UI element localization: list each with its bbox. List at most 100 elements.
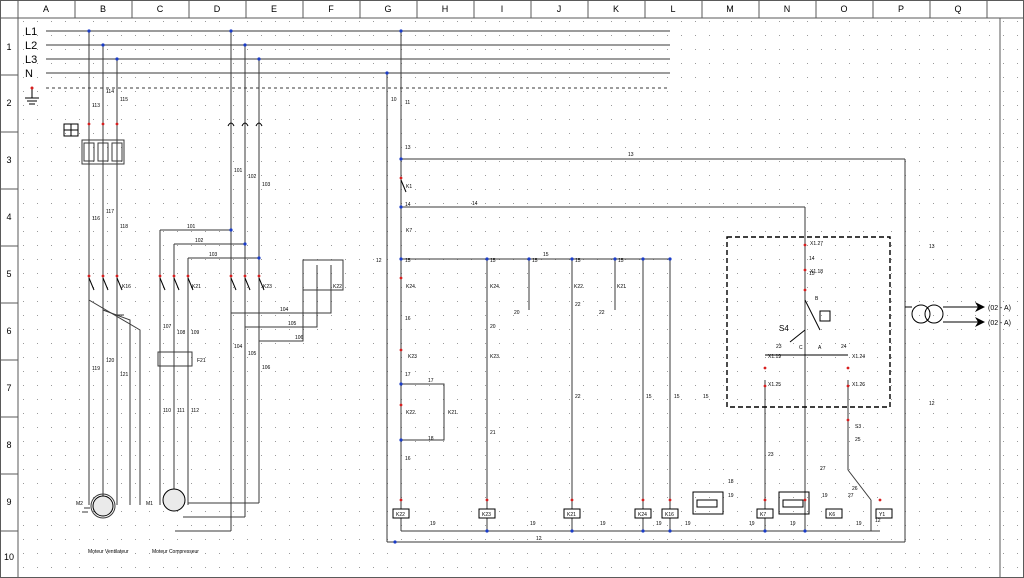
wire-label: 19: [822, 493, 828, 499]
wire-label: 105: [248, 351, 257, 357]
column-header: G: [384, 4, 391, 14]
device-label: K7: [406, 228, 412, 234]
bus-label: L1: [25, 26, 37, 38]
terminal-label: X1.24: [852, 354, 865, 360]
wire-label: 19: [530, 521, 536, 527]
wire-label: 22: [575, 302, 581, 308]
wire-label: 16: [405, 456, 411, 462]
row-label: 8: [6, 440, 11, 450]
motor-compresseur-circuit: [157, 31, 344, 532]
wire-label: 15: [575, 258, 581, 264]
wire-label: 10: [391, 97, 397, 103]
wire-label: 102: [195, 238, 204, 244]
earth-icon: [25, 86, 39, 105]
wire-label: 117: [106, 209, 114, 215]
wire-label: 19: [856, 521, 862, 527]
column-header: D: [214, 4, 221, 14]
wire-label: 12: [536, 536, 542, 542]
coil-label: Y1: [879, 512, 885, 518]
wire-label: 17: [428, 378, 434, 384]
column-header: A: [43, 4, 49, 14]
wire-label: 19: [430, 521, 436, 527]
wire-label: 17: [405, 372, 411, 378]
column-header: F: [328, 4, 334, 14]
column-header: K: [613, 4, 619, 14]
device-label: K22: [406, 410, 415, 416]
switch-pole-label: C: [799, 345, 803, 351]
contactor-k21: [159, 277, 194, 291]
device-label: K23: [408, 354, 417, 360]
wire-label: 15: [618, 258, 624, 264]
wire-label: 13: [929, 244, 935, 250]
switch-label: S4: [779, 324, 789, 333]
row-label: 7: [6, 383, 11, 393]
column-header: E: [271, 4, 277, 14]
wire-label: 106: [295, 335, 304, 341]
switch-pole-label: A: [818, 345, 822, 351]
column-header: M: [726, 4, 734, 14]
terminal-label: X1.19: [768, 354, 781, 360]
wire-label: 18: [428, 436, 434, 442]
device-label: K23: [490, 354, 499, 360]
contact-k1: [400, 179, 407, 193]
wire-label: 121: [120, 372, 129, 378]
timer-icon: [692, 491, 810, 515]
column-headers: A B C D E F G H I J K L M N O P Q: [43, 4, 962, 14]
wire-label: 111: [177, 408, 185, 414]
device-label: K22: [574, 284, 583, 290]
wire-label: 15: [532, 258, 538, 264]
column-header: H: [442, 4, 449, 14]
row-label: 2: [6, 98, 11, 108]
device-label: K21: [617, 284, 626, 290]
fuse-group-icon: [227, 122, 263, 127]
wire-label: 15: [703, 394, 709, 400]
wire-label: 19: [728, 493, 734, 499]
wire-label: 119: [92, 366, 100, 372]
wire-label: 110: [163, 408, 171, 414]
wire-label: 120: [106, 358, 115, 364]
wire-label: 15: [543, 252, 549, 258]
terminal-label: X1.26: [852, 382, 865, 388]
wire-label: 104: [280, 307, 289, 313]
wire-label: 19: [656, 521, 662, 527]
wire-label: 15: [809, 271, 815, 277]
bus-label: N: [25, 68, 33, 80]
row-label: 1: [6, 42, 11, 52]
row-label: 10: [4, 552, 14, 562]
row-label: 5: [6, 269, 11, 279]
wire-label: 19: [749, 521, 755, 527]
coil-label: K7: [760, 512, 766, 518]
contactor-k23: [230, 277, 265, 291]
wire-label: 109: [191, 330, 200, 336]
wire-label: 27: [820, 466, 826, 472]
wire-label: 11: [405, 100, 410, 106]
wire-label: 101: [187, 224, 196, 230]
wire-label: 103: [209, 252, 218, 258]
device-label: K1: [406, 184, 412, 190]
coil-label: K6: [829, 512, 835, 518]
wire-label: 19: [790, 521, 796, 527]
wire-label: 112: [191, 408, 199, 414]
column-dividers: [74, 0, 988, 18]
wire-label: 16: [405, 316, 411, 322]
column-header: O: [840, 4, 847, 14]
wire-label: 113: [92, 103, 100, 109]
wire-label: 25: [855, 437, 861, 443]
wire-label: 14: [405, 202, 411, 208]
motor-caption: Moteur Ventilateur: [88, 549, 129, 555]
wire-label: 115: [120, 97, 128, 103]
coil-label: K16: [665, 512, 674, 518]
wire-label: 22: [599, 310, 605, 316]
column-header: B: [100, 4, 106, 14]
wire-label: 23: [768, 452, 774, 458]
wire-label: 14: [809, 256, 815, 262]
wire-label: 15: [646, 394, 652, 400]
row-label: 9: [6, 497, 11, 507]
wire-label: 14: [472, 201, 478, 207]
wire-label: 15: [405, 258, 411, 264]
coil-row: [392, 508, 893, 519]
coil-label: K24: [638, 512, 647, 518]
device-label: K21: [192, 284, 201, 290]
column-header: C: [157, 4, 164, 14]
